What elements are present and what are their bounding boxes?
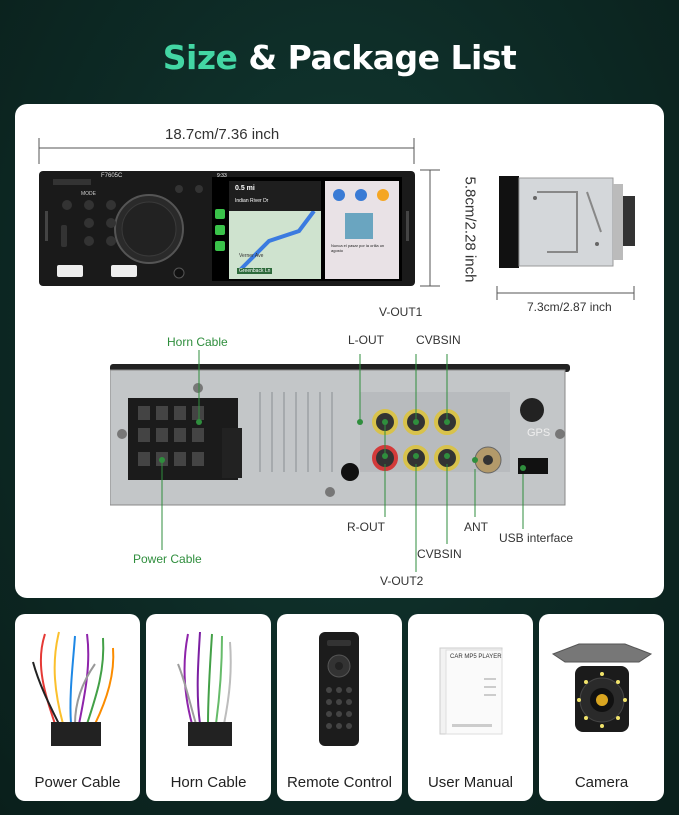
nav-route: Greenback Ln bbox=[237, 268, 273, 274]
horn-cable-callout: Horn Cable bbox=[167, 335, 228, 349]
depth-label: 7.3cm/2.87 inch bbox=[527, 300, 612, 314]
nav-street: Indian River Dr bbox=[235, 198, 269, 204]
front-panel: F7605C MODE 0.5 mi Indian River Dr Verne… bbox=[39, 171, 415, 286]
page-title: Size & Package List bbox=[0, 38, 679, 77]
remote-control-icon bbox=[319, 632, 359, 746]
usb-callout: USB interface bbox=[499, 531, 574, 545]
mode-button-label: MODE bbox=[81, 191, 96, 197]
nav-distance: 0.5 mi bbox=[235, 185, 255, 192]
nav-destination: Verner Ave bbox=[239, 253, 264, 259]
callout-lines bbox=[159, 350, 526, 572]
rear-view bbox=[110, 364, 570, 506]
cvbsin-top-callout: CVBSIN bbox=[416, 333, 461, 347]
package-card-camera: Camera bbox=[539, 614, 664, 801]
remote-control-label: Remote Control bbox=[286, 774, 393, 791]
user-manual-icon bbox=[439, 647, 503, 735]
side-view bbox=[499, 176, 635, 268]
camera-icon bbox=[551, 643, 653, 732]
camera-label: Camera bbox=[574, 774, 629, 791]
manual-cover-title: CAR MP5 PLAYER bbox=[450, 654, 502, 660]
l-out-callout: L-OUT bbox=[348, 333, 384, 347]
power-cable-icon bbox=[32, 631, 115, 746]
package-card-user-manual: CAR MP5 PLAYER User Manual bbox=[408, 614, 533, 801]
cvbsin-bottom-callout: CVBSIN bbox=[417, 547, 462, 561]
dimension-lines bbox=[38, 138, 635, 300]
horn-cable-icon bbox=[177, 631, 232, 746]
ant-callout: ANT bbox=[464, 520, 488, 534]
width-label: 18.7cm/7.36 inch bbox=[165, 126, 280, 143]
gps-label: GPS bbox=[527, 427, 551, 439]
song-title: Nunca el pasar por la orilla un agosto bbox=[331, 243, 385, 253]
horn-cable-label: Horn Cable bbox=[170, 774, 247, 791]
power-cable-callout: Power Cable bbox=[133, 552, 202, 566]
package-card-power-cable: Power Cable bbox=[15, 614, 140, 801]
screen-clock: 9:33 bbox=[217, 173, 227, 179]
size-panel: 18.7cm/7.36 inch 5.8cm/2.28 inch 7.3cm/2… bbox=[15, 104, 664, 598]
title-rest: & Package List bbox=[237, 38, 517, 77]
package-card-horn-cable: Horn Cable bbox=[146, 614, 271, 801]
title-accent: Size bbox=[162, 38, 238, 77]
package-card-remote-control: Remote Control bbox=[277, 614, 402, 801]
v-out1-callout: V-OUT1 bbox=[379, 305, 423, 319]
v-out2-callout: V-OUT2 bbox=[380, 574, 424, 588]
power-cable-label: Power Cable bbox=[34, 774, 121, 791]
front-panel-controls bbox=[45, 177, 409, 281]
r-out-callout: R-OUT bbox=[347, 520, 385, 534]
user-manual-label: User Manual bbox=[427, 774, 514, 791]
model-label: F7605C bbox=[101, 173, 123, 179]
